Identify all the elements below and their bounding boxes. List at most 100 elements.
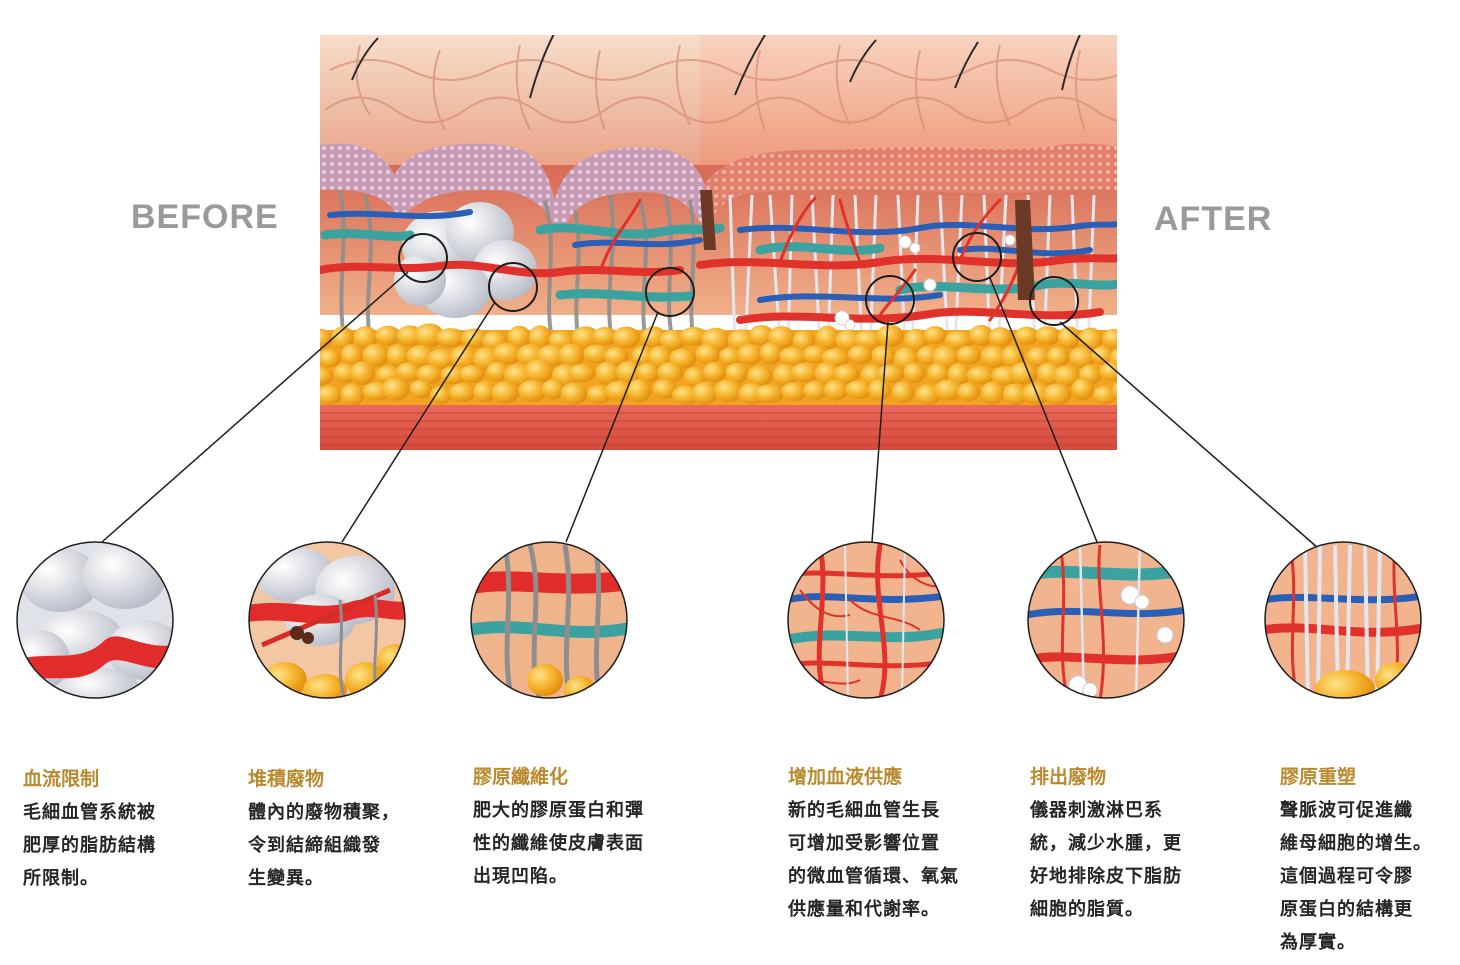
zoom-waste-removal xyxy=(1028,542,1184,698)
fat-cell xyxy=(779,347,809,366)
fat-cell xyxy=(988,327,1013,347)
fat-cell xyxy=(627,378,652,403)
fat-cell xyxy=(524,359,554,383)
waste-particles xyxy=(834,234,1016,331)
fat-cell xyxy=(1009,362,1039,385)
caption-title: 增加血液供應 xyxy=(788,766,903,788)
fat-cell xyxy=(792,330,815,351)
fat-cell xyxy=(386,343,410,368)
caption-body: 儀器刺激淋巴系 統，減少水腫，更 好地排除皮下脂肪 細胞的脂質。 xyxy=(1030,800,1182,920)
caption-title: 血流限制 xyxy=(23,768,100,790)
fat-cell xyxy=(460,328,489,349)
fat-cell xyxy=(518,379,548,402)
fat-cell xyxy=(414,323,444,348)
callout-markers xyxy=(398,232,1079,326)
fat-cell xyxy=(657,361,684,384)
fat-cell xyxy=(749,325,774,346)
fat-cell xyxy=(349,361,375,385)
fat-cell xyxy=(1057,326,1080,349)
fat-cell xyxy=(854,330,884,350)
fat-cell xyxy=(331,326,355,350)
fat-cell xyxy=(604,380,634,401)
hair-follicles xyxy=(700,190,1035,300)
fat-cell xyxy=(845,380,873,400)
fat-cell xyxy=(320,366,334,386)
fat-cell xyxy=(823,379,849,401)
zoom-increased-blood-supply xyxy=(788,542,944,698)
fat-cell xyxy=(944,330,974,350)
fat-cell xyxy=(835,329,862,351)
caption-title: 堆積廢物 xyxy=(248,768,325,790)
fat-cell xyxy=(714,379,743,403)
fat-cell xyxy=(374,325,401,346)
caption-title: 膠原重塑 xyxy=(1280,766,1357,788)
fat-cell xyxy=(1099,361,1117,382)
caption-waste-removal: 排出廢物 儀器刺激淋巴系 統，減少水腫，更 好地排除皮下脂肪 細胞的脂質。 xyxy=(1030,764,1230,926)
skin-cross-section xyxy=(320,35,1117,450)
fat-cell xyxy=(980,345,1009,368)
arteries xyxy=(320,254,1117,324)
fat-cell xyxy=(659,329,686,351)
zoom-blood-flow-restriction xyxy=(17,542,173,698)
fat-cell xyxy=(966,365,995,385)
fat-cell xyxy=(957,382,980,402)
fat-cell xyxy=(927,362,950,384)
fat-cell xyxy=(968,324,994,346)
fat-cell xyxy=(583,344,611,364)
fat-cell xyxy=(790,362,819,383)
fat-cell xyxy=(395,362,422,382)
fat-cell xyxy=(934,379,964,401)
caption-blood-flow-restriction: 血流限制 毛細血管系統被 肥厚的脂肪結構 所限制。 xyxy=(23,766,223,895)
fat-cell xyxy=(612,326,640,349)
fat-cell xyxy=(876,324,904,347)
fat-cell xyxy=(636,362,660,383)
fat-cell xyxy=(1035,326,1061,345)
fat-cell xyxy=(320,385,343,405)
fat-cell xyxy=(903,362,926,384)
fat-cell xyxy=(571,326,600,349)
caption-title: 排出廢物 xyxy=(1030,766,1107,788)
fat-cell xyxy=(683,366,707,387)
fat-cell xyxy=(1078,327,1104,352)
fat-cell xyxy=(586,384,611,404)
fat-cell xyxy=(568,363,596,383)
caption-title: 膠原纖維化 xyxy=(473,766,569,788)
fat-cell xyxy=(427,348,457,369)
fat-cell xyxy=(1091,345,1114,365)
fat-cell xyxy=(702,361,727,382)
fat-cell xyxy=(868,379,891,401)
fat-cell xyxy=(754,384,785,404)
fat-cell xyxy=(737,344,763,365)
fat-cell xyxy=(409,379,432,399)
fat-cell xyxy=(558,343,585,368)
fat-cell xyxy=(871,345,896,367)
fat-cell xyxy=(592,327,618,346)
zoom-collagen-fibrosis xyxy=(471,542,627,698)
fat-cell xyxy=(695,343,721,365)
fat-cell xyxy=(679,327,708,346)
fat-cell xyxy=(429,385,452,405)
fat-cell xyxy=(449,383,476,402)
fat-cell xyxy=(320,328,333,349)
fat-cell xyxy=(1071,378,1095,400)
hair-strands xyxy=(351,35,1081,99)
fat-cell xyxy=(416,364,443,384)
fat-cell xyxy=(473,381,496,403)
fat-cell xyxy=(353,326,378,349)
callout-lines xyxy=(101,271,1319,549)
fat-cell xyxy=(956,345,981,365)
before-label: BEFORE xyxy=(131,198,279,236)
fat-cell xyxy=(631,345,654,367)
fat-cell xyxy=(603,347,629,366)
fat-cell xyxy=(595,361,620,386)
fat-cell xyxy=(1053,365,1081,387)
caption-body: 新的毛細血管生長 可增加受影響位置 的微血管循環、氧氣 供應量和代謝率。 xyxy=(788,800,959,920)
fat-cell xyxy=(507,325,531,349)
fat-cell xyxy=(923,326,947,345)
fat-cell xyxy=(904,328,928,352)
fat-cell xyxy=(814,362,841,386)
fat-cell xyxy=(1068,346,1096,369)
fat-cell xyxy=(719,346,742,366)
fat-cell xyxy=(560,382,588,405)
